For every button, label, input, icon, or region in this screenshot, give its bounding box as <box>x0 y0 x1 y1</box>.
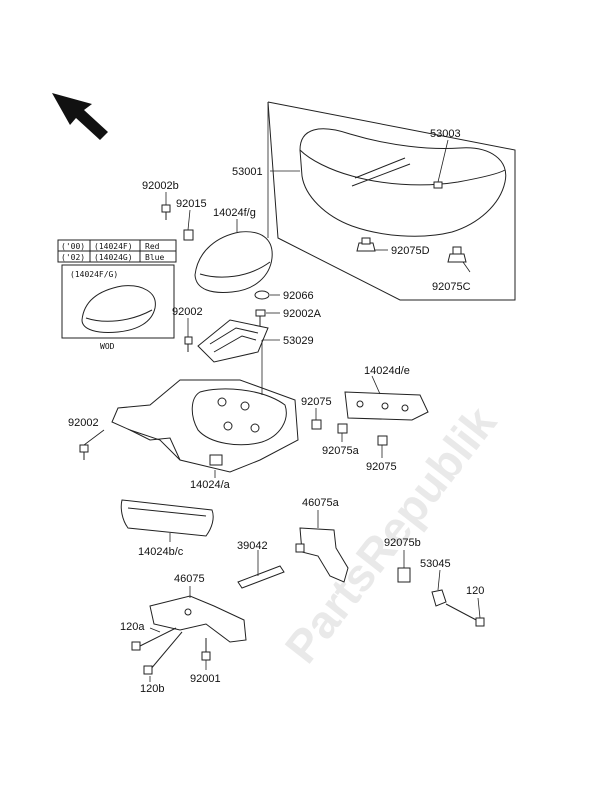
nut-92075a <box>337 423 348 434</box>
label-14024fg: 14024f/g <box>213 207 256 219</box>
rod-39042 <box>237 565 285 589</box>
seat-callout-box <box>267 101 516 301</box>
bolt-120a <box>131 627 177 651</box>
label-92002-top: 92002 <box>172 306 203 318</box>
label-14024de: 14024d/e <box>364 365 410 377</box>
nut-92075-lower <box>377 435 388 446</box>
label-120a: 120a <box>120 621 145 633</box>
cap-92066 <box>254 290 270 300</box>
seat-cowl-14024fg <box>194 231 273 293</box>
bracket-46075a <box>295 527 349 583</box>
leader-lines <box>83 139 481 682</box>
label-92002-left: 92002 <box>68 417 99 429</box>
bolt-92002b <box>161 204 171 220</box>
label-92075a: 92075a <box>322 445 360 457</box>
bolt-92002-top <box>184 336 193 352</box>
label-14024a: 14024/a <box>190 479 231 491</box>
label-46075: 46075 <box>174 573 205 585</box>
label-92075-lower: 92075 <box>366 461 397 473</box>
side-cover-14024de <box>344 391 429 421</box>
label-14024bc: 14024b/c <box>138 546 184 558</box>
label-120: 120 <box>466 585 484 597</box>
inset-caption: WOD <box>100 342 115 351</box>
table-part-row2: (14024G) <box>94 253 133 262</box>
label-92066: 92066 <box>283 290 314 302</box>
inset-title: (14024F/G) <box>70 270 118 279</box>
rear-fender-14024a <box>111 379 299 473</box>
label-53001: 53001 <box>232 166 263 178</box>
label-92075D: 92075D <box>391 245 430 257</box>
nut-92075 <box>311 419 322 430</box>
table-year-row1: ('00) <box>61 242 85 251</box>
label-92075b: 92075b <box>384 537 421 549</box>
tail-piece-14024bc <box>120 499 214 537</box>
label-120b: 120b <box>140 683 164 695</box>
label-92002b: 92002b <box>142 180 179 192</box>
label-92075C: 92075C <box>432 281 471 293</box>
plate-53045 <box>431 589 447 607</box>
bolt-120b <box>143 631 183 675</box>
table-year-row2: ('02) <box>61 253 85 262</box>
table-part-row1: (14024F) <box>94 242 133 251</box>
table-color-row2: Blue <box>145 253 164 262</box>
color-table <box>57 239 177 263</box>
label-92002A: 92002A <box>283 308 322 320</box>
inset-box <box>61 264 175 339</box>
table-color-row1: Red <box>145 242 160 251</box>
label-92001: 92001 <box>190 673 221 685</box>
damper-92075D <box>356 237 376 252</box>
label-92015: 92015 <box>176 198 207 210</box>
carrier-53029 <box>197 319 269 363</box>
bolt-92001 <box>201 638 211 661</box>
clip-92015 <box>183 229 194 241</box>
seat-53001 <box>299 128 507 237</box>
label-39042: 39042 <box>237 540 268 552</box>
damper-92075C <box>447 246 467 263</box>
front-direction-arrow-icon <box>52 93 108 140</box>
damper-92075b <box>397 567 411 583</box>
label-53045: 53045 <box>420 558 451 570</box>
bolt-92002-left <box>79 444 89 460</box>
bolt-120 <box>445 603 485 627</box>
screw-92002A <box>255 309 266 326</box>
bracket-46075 <box>149 595 247 643</box>
label-53003: 53003 <box>430 128 461 140</box>
label-46075a: 46075a <box>302 497 340 509</box>
label-92075: 92075 <box>301 396 332 408</box>
label-53029: 53029 <box>283 335 314 347</box>
